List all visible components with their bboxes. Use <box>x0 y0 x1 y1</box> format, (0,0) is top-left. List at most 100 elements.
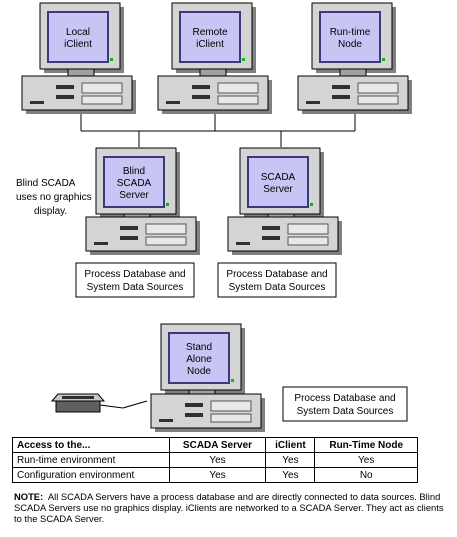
printer-slot <box>62 396 94 399</box>
drive-slot <box>56 95 74 99</box>
table-cell: No <box>314 467 418 483</box>
monitor-screen <box>319 11 381 63</box>
drive-bay <box>217 82 259 94</box>
drive-bay <box>357 95 399 105</box>
vent <box>94 242 108 245</box>
note-text: All SCADA Servers have a process databas… <box>14 491 444 524</box>
drive-bay <box>210 413 252 423</box>
table-header-row: Access to the... SCADA Server iClient Ru… <box>12 437 418 453</box>
drive-bay <box>81 82 123 94</box>
node-label-line: Local <box>66 27 90 38</box>
note-label: NOTE: <box>14 491 44 502</box>
database-box-line: System Data Sources <box>87 282 184 293</box>
node-label-line: Server <box>119 190 149 201</box>
monitor-stand <box>67 68 95 77</box>
node-label-line: iClient <box>64 39 92 50</box>
header-access: Access to the... <box>12 437 170 453</box>
monitor-stand <box>339 68 367 77</box>
drive-slot <box>120 226 138 230</box>
node-label-line: Alone <box>186 354 212 365</box>
node-label-line: Run-time <box>330 27 371 38</box>
node-label-line: Stand <box>186 342 212 353</box>
drive-slot <box>185 403 203 407</box>
vent <box>236 242 250 245</box>
drive-slot <box>192 95 210 99</box>
power-led <box>110 58 113 61</box>
printer-base <box>55 400 101 413</box>
header-scada-server: SCADA Server <box>168 437 267 453</box>
monitor-screen <box>168 332 230 384</box>
drive-slot <box>332 85 350 89</box>
vent <box>30 101 44 104</box>
access-table: Access to the... SCADA Server iClient Ru… <box>12 437 418 483</box>
power-led <box>242 58 245 61</box>
monitor-screen <box>179 11 241 63</box>
monitor-screen <box>47 11 109 63</box>
connection-line <box>99 404 124 409</box>
vent <box>159 419 173 422</box>
drive-bay <box>287 223 329 235</box>
database-box-line: Process Database and <box>84 269 185 280</box>
drive-slot <box>185 413 203 417</box>
table-cell: Yes <box>168 467 267 483</box>
drive-bay <box>81 95 123 105</box>
power-led <box>166 203 169 206</box>
header-iclient: iClient <box>265 437 316 453</box>
monitor-screen <box>247 156 309 208</box>
row-label: Configuration environment <box>12 467 170 483</box>
monitor-stand <box>199 68 227 77</box>
node-label-line: Blind <box>123 166 145 177</box>
power-led <box>231 379 234 382</box>
node-label-line: Remote <box>192 27 227 38</box>
drive-bay <box>357 82 399 94</box>
computers: LocaliClientRemoteiClientRun-timeNodeBli… <box>21 2 412 432</box>
node-label-line: iClient <box>196 39 224 50</box>
blind-scada-annotation: Blind SCADA uses no graphics display. <box>16 178 94 217</box>
vent <box>166 101 180 104</box>
drive-bay <box>145 236 187 246</box>
table-row: Configuration environment Yes Yes No <box>12 467 418 483</box>
drive-bay <box>287 236 329 246</box>
table-cell: Yes <box>265 452 316 468</box>
node-label-line: SCADA <box>117 178 152 189</box>
drive-bay <box>210 400 252 412</box>
node-label-line: Server <box>263 184 293 195</box>
header-runtime-node: Run-Time Node <box>314 437 418 453</box>
blind-note-line: Blind SCADA <box>16 178 76 189</box>
printer-icon <box>50 393 106 413</box>
node-label-line: Node <box>338 39 362 50</box>
drive-slot <box>192 85 210 89</box>
database-box-line: System Data Sources <box>297 406 394 417</box>
table-cell: Yes <box>168 452 267 468</box>
database-box-frame <box>217 262 337 298</box>
table-cell: Yes <box>314 452 418 468</box>
vent <box>306 101 320 104</box>
row-label: Run-time environment <box>12 452 170 468</box>
drive-slot <box>332 95 350 99</box>
database-box-line: Process Database and <box>226 269 327 280</box>
note-paragraph: NOTE: All SCADA Servers have a process d… <box>14 491 444 524</box>
node-label-line: Node <box>187 366 211 377</box>
database-box-frame <box>282 386 408 422</box>
database-box-line: Process Database and <box>294 393 395 404</box>
power-led <box>310 203 313 206</box>
drive-slot <box>56 85 74 89</box>
monitor-screen <box>103 156 165 208</box>
drive-slot <box>262 236 280 240</box>
drive-bay <box>145 223 187 235</box>
database-box-frame <box>75 262 195 298</box>
network-connections <box>80 113 356 409</box>
blind-note-line: uses no graphics <box>16 192 92 203</box>
table-cell: Yes <box>265 467 316 483</box>
drive-bay <box>217 95 259 105</box>
drive-slot <box>120 236 138 240</box>
